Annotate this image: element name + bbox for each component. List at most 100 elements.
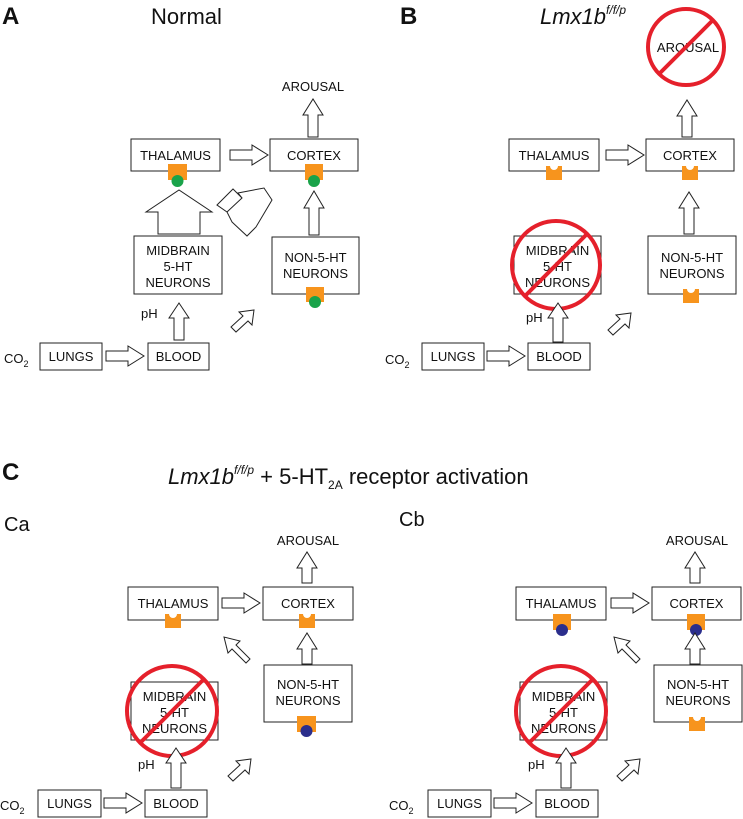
co2-label-b: CO2 — [385, 352, 410, 370]
blood-label-cb: BLOOD — [544, 796, 590, 811]
panel-b-title: Lmx1bf/f/p — [540, 3, 626, 29]
panel-a-title: Normal — [151, 4, 222, 29]
cortex-receptor-b — [682, 166, 698, 180]
non5ht-ca-label-2: NEURONS — [275, 693, 340, 708]
blood-label-b: BLOOD — [536, 349, 582, 364]
thalamus-receptor-ca — [165, 614, 181, 628]
cortex-receptor — [305, 164, 323, 180]
thalamus-label-b: THALAMUS — [519, 148, 590, 163]
midbrain-label-3: NEURONS — [145, 275, 210, 290]
arrow-midbrain-to-thalamus-ca — [223, 636, 251, 664]
cortex-receptor-cb — [687, 614, 705, 630]
blood-box-b — [527, 342, 591, 371]
arrow-non5ht-to-cortex-ca — [296, 632, 318, 665]
ph-label-b: pH — [526, 310, 543, 325]
non5ht-ca-label-1: NON-5-HT — [277, 677, 339, 692]
arrow-midbrain-to-thalamus — [144, 189, 214, 235]
non5ht-box-ca — [263, 664, 353, 723]
lungs-label: LUNGS — [49, 349, 94, 364]
arrow-cortex-to-arousal-ca — [296, 551, 318, 584]
non5ht-box-b — [647, 235, 737, 295]
non5ht-receptor-cb — [689, 717, 705, 731]
cortex-label-cb: CORTEX — [670, 596, 724, 611]
arrow-non5ht-to-cortex-b — [678, 191, 700, 235]
arousal-label-cb: AROUSAL — [666, 533, 728, 548]
arrow-cortex-to-arousal — [302, 98, 324, 138]
thalamus-receptor — [168, 164, 187, 180]
thalamus-box-cb — [515, 586, 607, 621]
cortex-agonist-dot — [308, 175, 320, 187]
lungs-box-cb — [427, 789, 492, 818]
arrow-blood-to-midbrain-cb — [555, 747, 577, 789]
arrow-non5ht-to-cortex-cb — [684, 632, 706, 665]
non5ht-cb-label-2: NEURONS — [665, 693, 730, 708]
arrow-midbrain-to-thalamus-cb — [613, 636, 641, 664]
ph-label-ca: pH — [138, 757, 155, 772]
lungs-box — [39, 342, 103, 371]
midbrain-ca-label-1: MIDBRAIN — [143, 689, 207, 704]
arrow-lungs-to-blood — [105, 345, 145, 367]
lungs-label-cb: LUNGS — [437, 796, 482, 811]
thalamus-label-cb: THALAMUS — [526, 596, 597, 611]
arrow-cortex-to-arousal-b — [676, 99, 698, 138]
panel-b: B Lmx1bf/f/p AROUSAL THALAMUS CORTEX MID… — [385, 3, 737, 371]
arrow-blood-to-midbrain — [168, 302, 190, 341]
midbrain-label-2: 5-HT — [164, 259, 193, 274]
arousal-label-ca: AROUSAL — [277, 533, 339, 548]
blood-label-ca: BLOOD — [153, 796, 199, 811]
arrow-blood-to-non5ht — [230, 309, 255, 333]
arrow-non5ht-to-cortex — [303, 190, 325, 236]
cortex-label: CORTEX — [287, 148, 341, 163]
panel-cb-label: Cb — [399, 509, 425, 531]
co2-label-ca: CO2 — [0, 798, 25, 816]
cortex-label-b: CORTEX — [663, 148, 717, 163]
thalamus-receptor-b — [546, 166, 562, 180]
panel-a-letter: A — [2, 3, 19, 30]
non5ht-label-2: NEURONS — [283, 266, 348, 281]
ph-label: pH — [141, 306, 158, 321]
arrow-thalamus-to-cortex-b — [605, 144, 645, 166]
co2-label: CO2 — [4, 351, 29, 369]
lungs-box-ca — [37, 789, 102, 818]
midbrain-cb-label-1: MIDBRAIN — [532, 689, 596, 704]
cortex-label-ca: CORTEX — [281, 596, 335, 611]
arrow-thalamus-to-cortex-ca — [221, 592, 261, 614]
thalamus-box-ca — [127, 586, 219, 621]
arrow-thalamus-to-cortex — [229, 144, 269, 166]
cortex-agonist-dot-cb — [690, 624, 702, 636]
arousal-prohibition-sign — [646, 7, 726, 87]
non5ht-agonist-dot-ca — [300, 725, 313, 737]
non5ht-box — [271, 236, 360, 295]
panel-cb: AROUSAL THALAMUS CORTEX MIDBRAIN 5-HT NE… — [389, 533, 743, 818]
cortex-box-ca — [262, 586, 354, 621]
co2-label-cb: CO2 — [389, 798, 414, 816]
blood-label: BLOOD — [156, 349, 202, 364]
arrow-lungs-to-blood-b — [486, 345, 526, 367]
blood-box — [147, 342, 210, 371]
arrow-blood-to-midbrain-ca — [165, 747, 187, 789]
midbrain-b-label-1: MIDBRAIN — [526, 243, 590, 258]
panel-a: A Normal AROUSAL THALAMUS CORTEX MIDBRAI… — [2, 3, 360, 371]
non5ht-b-label-1: NON-5-HT — [661, 250, 723, 265]
arrow-thalamus-to-cortex-cb — [610, 592, 650, 614]
lungs-label-b: LUNGS — [431, 349, 476, 364]
panel-c-title: Lmx1bf/f/p + 5-HT2A receptor activation — [168, 463, 529, 492]
midbrain-box — [133, 235, 223, 295]
lungs-box-b — [421, 342, 485, 371]
panel-b-letter: B — [400, 3, 417, 30]
non5ht-agonist-dot — [309, 296, 321, 308]
thalamus-agonist-dot-cb — [556, 624, 568, 636]
thalamus-agonist-dot — [171, 175, 184, 187]
panel-ca-label: Ca — [4, 514, 30, 536]
arrow-cortex-to-arousal-cb — [684, 551, 706, 584]
arrow-midbrain-to-cortex — [216, 187, 273, 237]
thalamus-box-b — [508, 138, 600, 172]
cortex-receptor-ca — [299, 614, 315, 628]
non5ht-label-1: NON-5-HT — [284, 250, 346, 265]
thalamus-label-ca: THALAMUS — [138, 596, 209, 611]
arrow-lungs-to-blood-cb — [493, 792, 533, 814]
ph-label-cb: pH — [528, 757, 545, 772]
arousal-label: AROUSAL — [282, 79, 344, 94]
arrow-blood-to-non5ht-ca — [227, 758, 252, 782]
